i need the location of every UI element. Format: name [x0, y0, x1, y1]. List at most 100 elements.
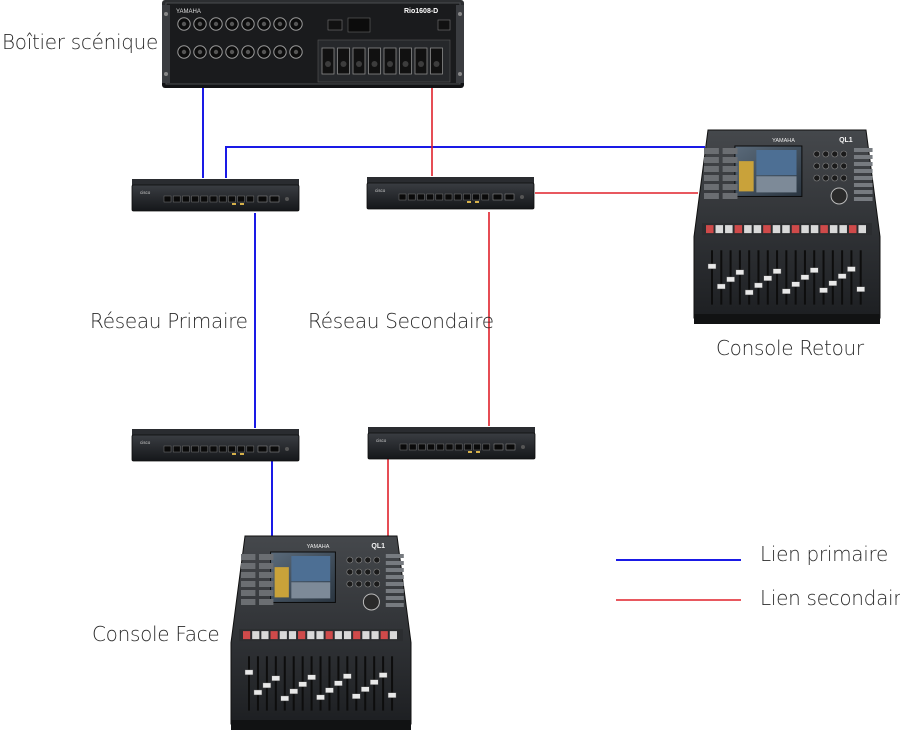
- switch-reset-button: [521, 445, 525, 449]
- console-front-edge: [694, 314, 880, 324]
- console-fader-cap: [298, 681, 307, 688]
- switch-port: [237, 195, 245, 203]
- console-touch-and-turn-knob: [362, 593, 380, 611]
- switch-port: [182, 445, 190, 453]
- console-channel-key: [848, 225, 857, 234]
- console-fader-slot: [850, 250, 853, 305]
- console-fader-cap: [361, 686, 370, 692]
- switch-port: [418, 443, 426, 451]
- switch-reset-button: [285, 447, 289, 451]
- console-side-button: [704, 157, 719, 163]
- console-knob: [831, 150, 839, 158]
- console-channel-key: [298, 631, 306, 640]
- xlr-input-pin: [261, 49, 267, 55]
- console-fader-slot: [274, 656, 277, 711]
- console-fader-slot: [813, 250, 816, 305]
- console-fader-slot: [346, 656, 349, 711]
- console-fader-cap: [316, 694, 325, 701]
- console-side-button: [722, 166, 738, 172]
- switch-port: [453, 193, 462, 201]
- console-key: [853, 190, 873, 194]
- console-side-button: [704, 148, 719, 154]
- xlr-input-pin: [197, 21, 203, 27]
- console-knob: [364, 568, 372, 576]
- switch-port: [473, 443, 481, 451]
- console-side-button: [259, 554, 274, 560]
- console-fader-cap: [387, 692, 397, 698]
- switch-port: [246, 445, 255, 453]
- switch-port: [218, 445, 227, 453]
- console-side-button: [722, 193, 738, 199]
- console-side-button: [704, 184, 719, 190]
- console-side-button: [722, 148, 738, 154]
- console-knob: [840, 162, 848, 170]
- console-fader-slot: [364, 656, 367, 711]
- console-fader-slot: [859, 250, 862, 305]
- console-key: [385, 603, 404, 607]
- console-fader-cap: [791, 281, 800, 287]
- switch-brand-text: cisco: [375, 188, 386, 193]
- console-channel-key: [279, 631, 287, 640]
- console-knob: [355, 556, 363, 564]
- console-key: [385, 561, 404, 565]
- console-side-button: [241, 554, 256, 560]
- console-knob: [355, 568, 363, 576]
- switch-top-face: [368, 427, 535, 435]
- switch-secondary-top: cisco: [366, 177, 535, 210]
- console-fader-slot: [757, 250, 760, 305]
- switch-port: [444, 193, 453, 201]
- switch-port: [200, 195, 209, 203]
- switch-led: [468, 451, 472, 453]
- console-knob: [831, 162, 839, 170]
- console-channel-key: [791, 225, 800, 234]
- stagebox-label: Boîtier scénique: [2, 30, 159, 54]
- console-knob: [831, 174, 839, 182]
- console-channel-key: [725, 225, 733, 234]
- console-fader-slot: [355, 656, 358, 711]
- console-channel-key: [753, 225, 762, 234]
- console-knob: [364, 556, 372, 564]
- xlr-input-pin: [181, 49, 187, 55]
- switch-primary-bottom: cisco: [131, 429, 300, 462]
- console-fader-cap: [810, 267, 819, 273]
- console-knob: [840, 174, 848, 182]
- switch-port: [237, 445, 245, 453]
- stagebox-device: YAMAHA Rio1608-D: [162, 0, 464, 88]
- switch-uplink-port: [505, 443, 516, 451]
- switch-port: [426, 193, 434, 201]
- console-fader-cap: [289, 688, 298, 695]
- console-fader-slot: [248, 656, 250, 711]
- xlr-input-row-1: [177, 17, 303, 31]
- switch-port: [408, 443, 417, 451]
- console-key: [385, 554, 404, 558]
- console-fader-cap: [847, 266, 856, 272]
- console-fader-slot: [328, 656, 331, 711]
- xlr-input-pin: [213, 21, 219, 27]
- switch-uplink-port: [492, 193, 503, 201]
- switch-port: [218, 195, 227, 203]
- xlr-input-pin: [181, 21, 187, 27]
- xlr-output-pin: [433, 61, 440, 67]
- console-fader-slot: [382, 656, 385, 711]
- console-side-button: [722, 184, 738, 190]
- console-fader-cap: [334, 680, 343, 686]
- console-fader-cap: [262, 682, 272, 689]
- switch-top-face: [367, 177, 534, 185]
- xlr-input-pin: [277, 49, 283, 55]
- console-knob: [813, 162, 821, 170]
- console-knob: [813, 174, 821, 182]
- console-channel-key: [270, 631, 278, 640]
- console-channel-key: [243, 631, 251, 640]
- console-fader-cap: [800, 274, 810, 280]
- console-knob: [346, 568, 354, 576]
- switch-brand-text: cisco: [376, 438, 387, 443]
- console-key: [853, 155, 873, 159]
- switch-uplink-port: [269, 195, 280, 203]
- console-screen-panel: [274, 567, 289, 598]
- switch-uplink-port: [269, 445, 280, 453]
- console-fader-cap: [772, 268, 782, 274]
- console-channel-key: [706, 225, 714, 234]
- console-fader-cap: [763, 275, 772, 282]
